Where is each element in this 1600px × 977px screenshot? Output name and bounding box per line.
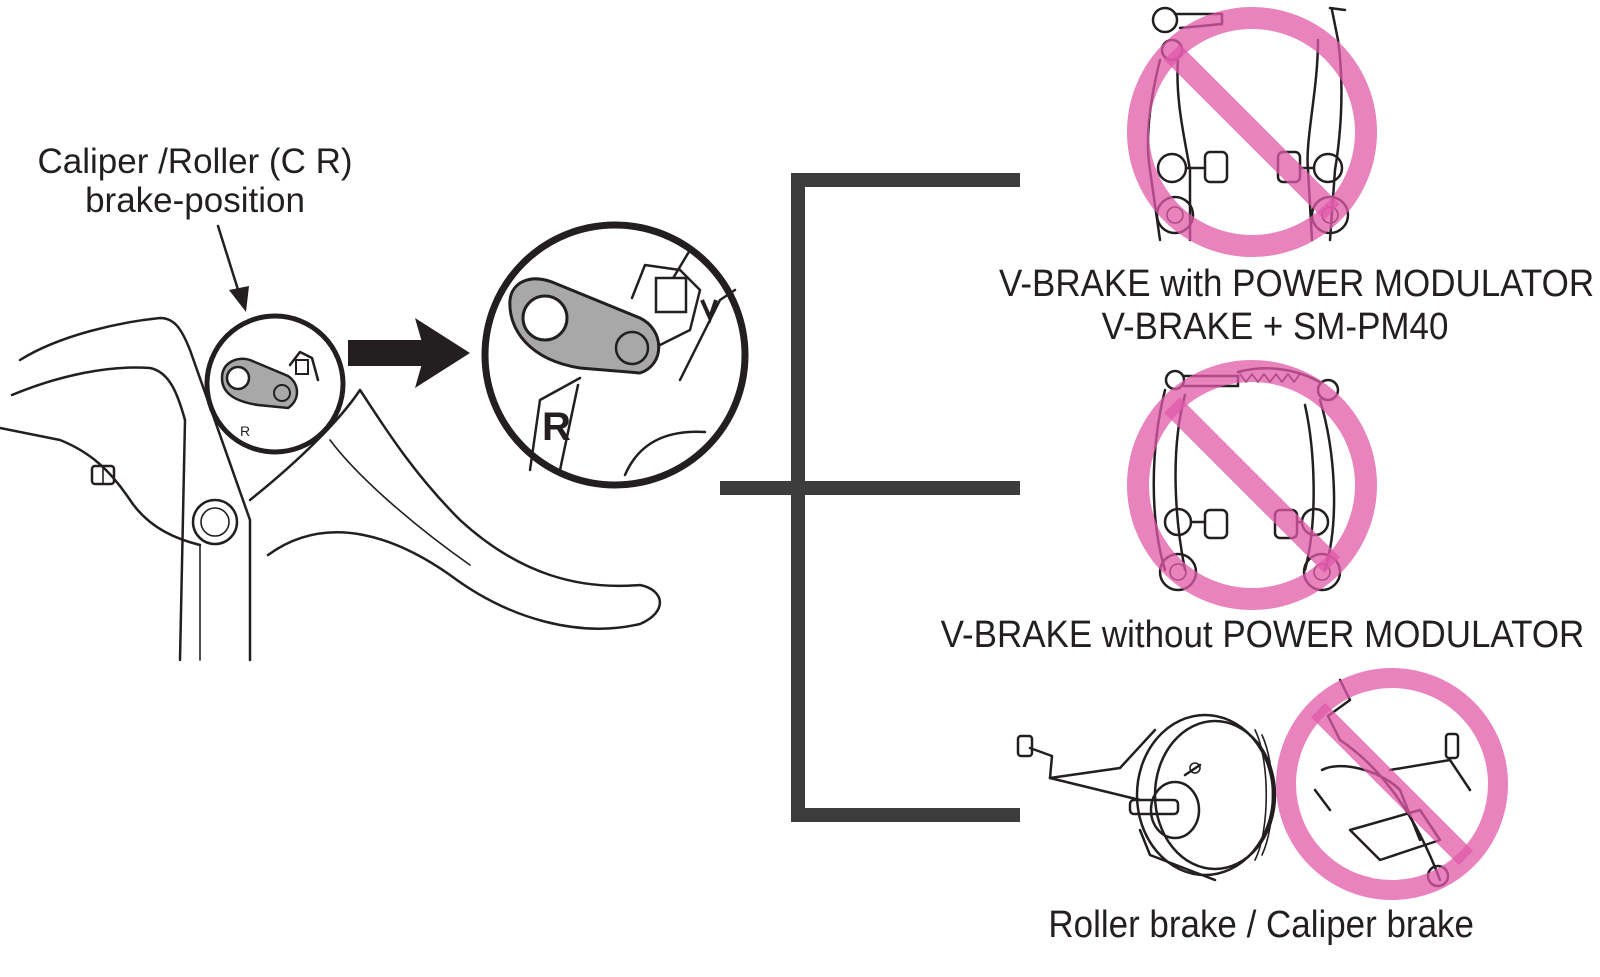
no-power-modulator-caption: V-BRAKE without POWER MODULATOR	[940, 614, 1585, 656]
position-highlight	[204, 313, 346, 455]
brake-position-label-line2: brake-position	[85, 181, 305, 221]
prohibition-icon	[1276, 668, 1508, 900]
brake-position-label: Caliper /Roller (C R) brake-position	[30, 142, 360, 220]
power-modulator-caption: V-BRAKE with POWER MODULATOR V-BRAKE + S…	[999, 263, 1595, 348]
brake-lever-icon: R	[0, 316, 662, 662]
prohibition-icon	[1127, 360, 1377, 610]
prohibition-icon	[1127, 7, 1377, 257]
power-modulator-caption-line2: V-BRAKE + SM-PM40	[1101, 305, 1449, 348]
arrow-icon	[348, 318, 470, 388]
zoom-marker: R	[542, 405, 571, 449]
roller-caliper-caption: Roller brake / Caliper brake	[1048, 904, 1474, 946]
zoom-detail: R	[481, 221, 749, 489]
bracket	[720, 173, 1020, 822]
pointer-arrow	[216, 224, 249, 312]
lever-marker: R	[240, 423, 250, 439]
power-modulator-caption-line1: V-BRAKE with POWER MODULATOR	[999, 263, 1595, 305]
roller-brake-icon	[1016, 713, 1277, 882]
brake-position-label-line1: Caliper /Roller (C R)	[37, 142, 353, 181]
